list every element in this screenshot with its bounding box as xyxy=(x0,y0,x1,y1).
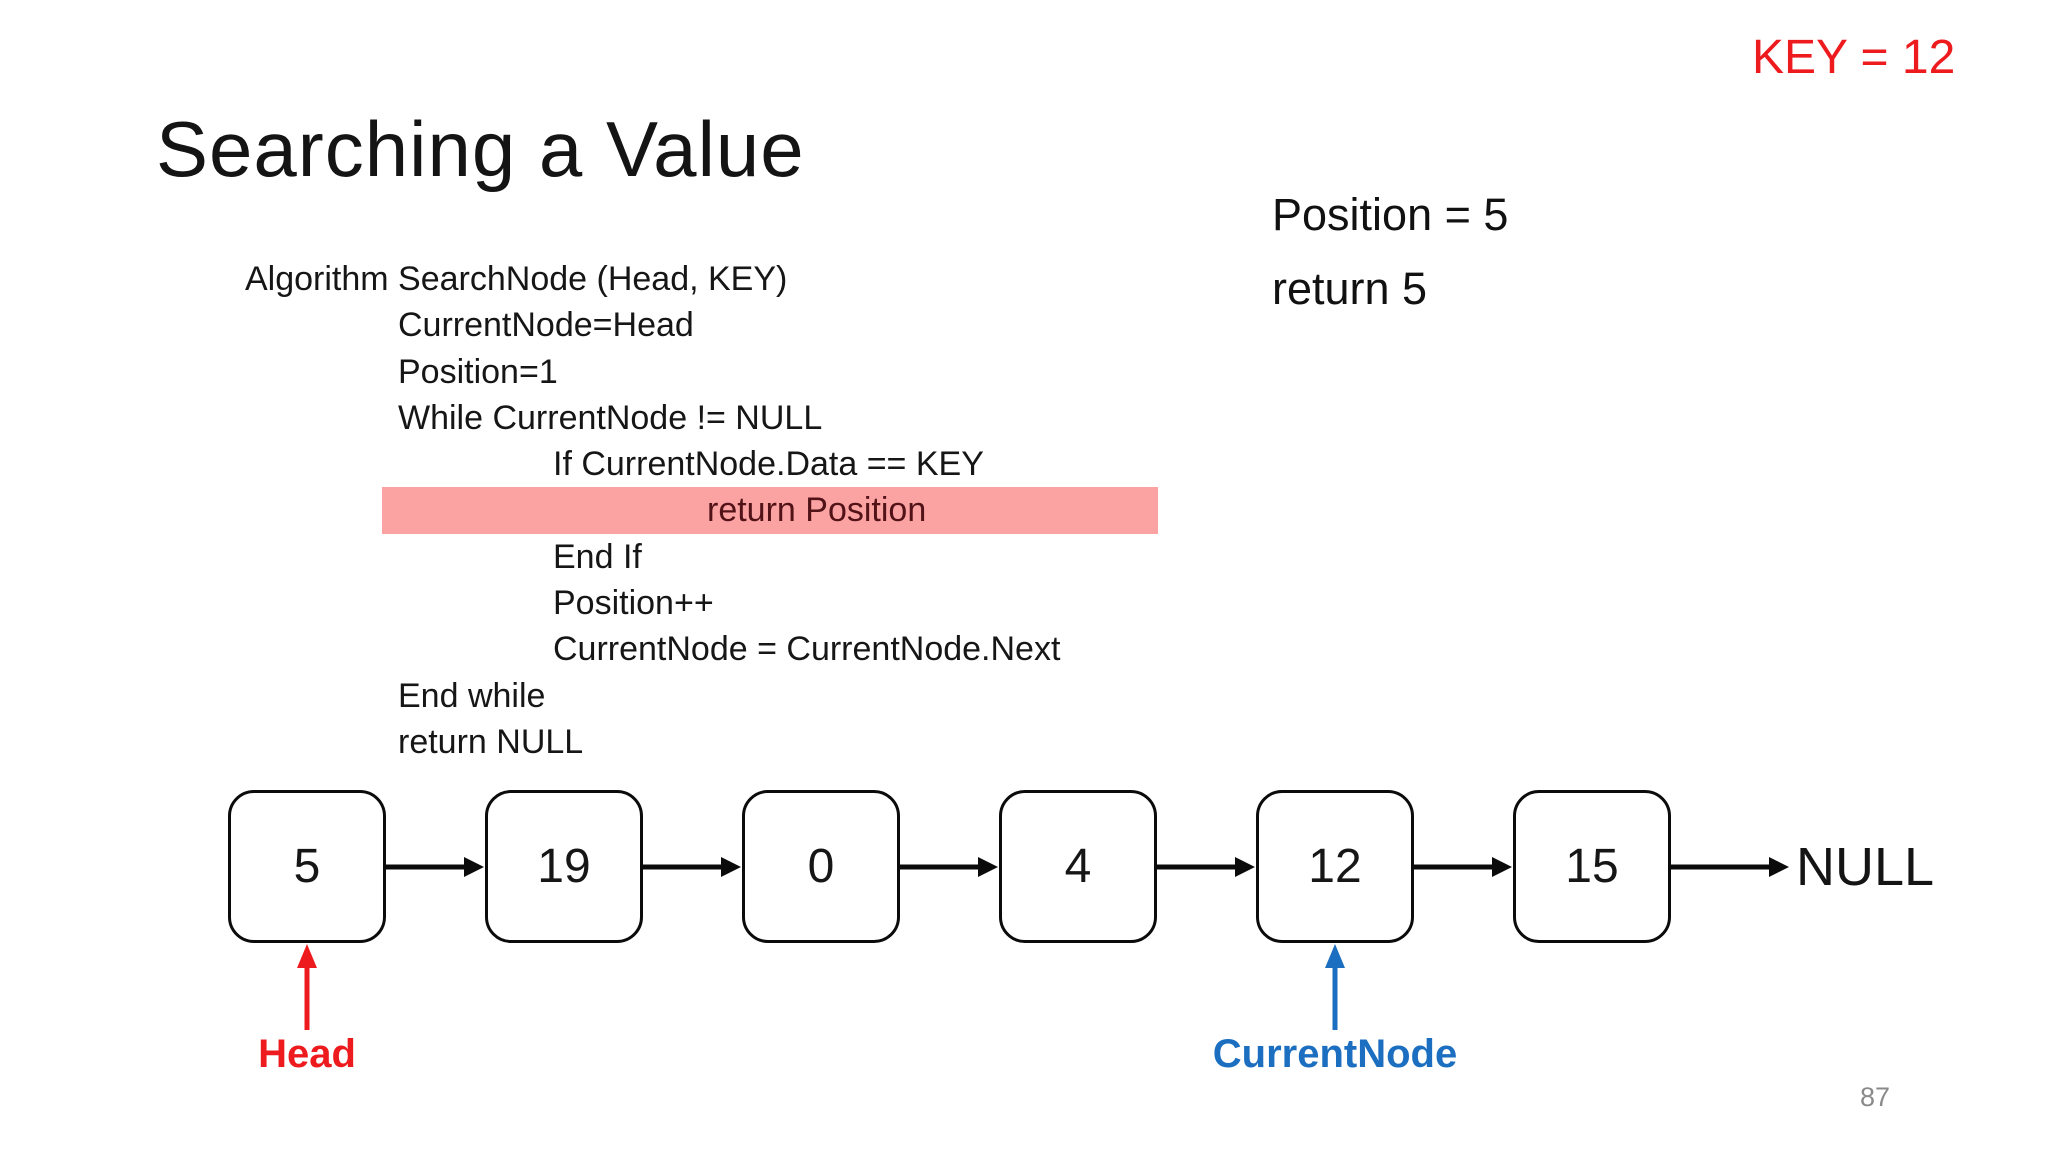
code-line: Position=1 xyxy=(398,352,558,391)
code-line-highlighted: return Position xyxy=(382,487,1158,534)
list-node: 0 xyxy=(742,790,900,943)
code-line: CurrentNode=Head xyxy=(398,306,694,345)
list-node: 19 xyxy=(485,790,643,943)
next-pointer-arrow xyxy=(1414,856,1512,877)
result-return: return 5 xyxy=(1272,263,1428,314)
next-pointer-arrow xyxy=(1157,856,1255,877)
code-line: If CurrentNode.Data == KEY xyxy=(553,445,984,484)
node-value: 5 xyxy=(293,840,321,893)
code-line: return NULL xyxy=(398,722,584,761)
null-label: NULL xyxy=(1796,836,1935,897)
list-node: 15 xyxy=(1513,790,1671,943)
list-node: 5 xyxy=(228,790,386,943)
next-pointer-arrow xyxy=(386,856,484,877)
result-position: Position = 5 xyxy=(1272,189,1509,240)
node-value: 4 xyxy=(1064,840,1092,893)
node-value: 19 xyxy=(537,840,591,893)
next-pointer-arrow xyxy=(900,856,998,877)
node-value: 12 xyxy=(1308,840,1362,893)
list-node: 4 xyxy=(999,790,1157,943)
result-block: Position = 5 return 5 xyxy=(1272,178,1508,326)
pseudocode-block: Algorithm SearchNode (Head, KEY) Current… xyxy=(245,256,1158,765)
code-line: Position++ xyxy=(553,584,714,623)
list-node: 12 xyxy=(1256,790,1414,943)
page-title: Searching a Value xyxy=(156,105,805,193)
current-node-pointer-label: CurrentNode xyxy=(1212,1032,1458,1076)
key-value-label: KEY = 12 xyxy=(1752,31,1956,84)
code-line: CurrentNode = CurrentNode.Next xyxy=(553,630,1061,669)
next-pointer-arrow xyxy=(643,856,741,877)
node-value: 0 xyxy=(807,840,835,893)
code-line: Algorithm SearchNode (Head, KEY) xyxy=(245,260,788,298)
linked-list-row: 5 19 0 4 12 xyxy=(228,790,1934,943)
head-arrow-icon xyxy=(297,944,317,1030)
head-pointer-label: Head xyxy=(258,1032,356,1076)
code-line: While CurrentNode != NULL xyxy=(398,398,823,437)
next-pointer-arrow xyxy=(1671,856,1789,877)
code-line: End while xyxy=(398,676,546,715)
code-line: End If xyxy=(553,537,642,576)
page-number: 87 xyxy=(1860,1082,1891,1112)
node-value: 15 xyxy=(1565,840,1619,893)
current-node-arrow-icon xyxy=(1325,944,1345,1030)
